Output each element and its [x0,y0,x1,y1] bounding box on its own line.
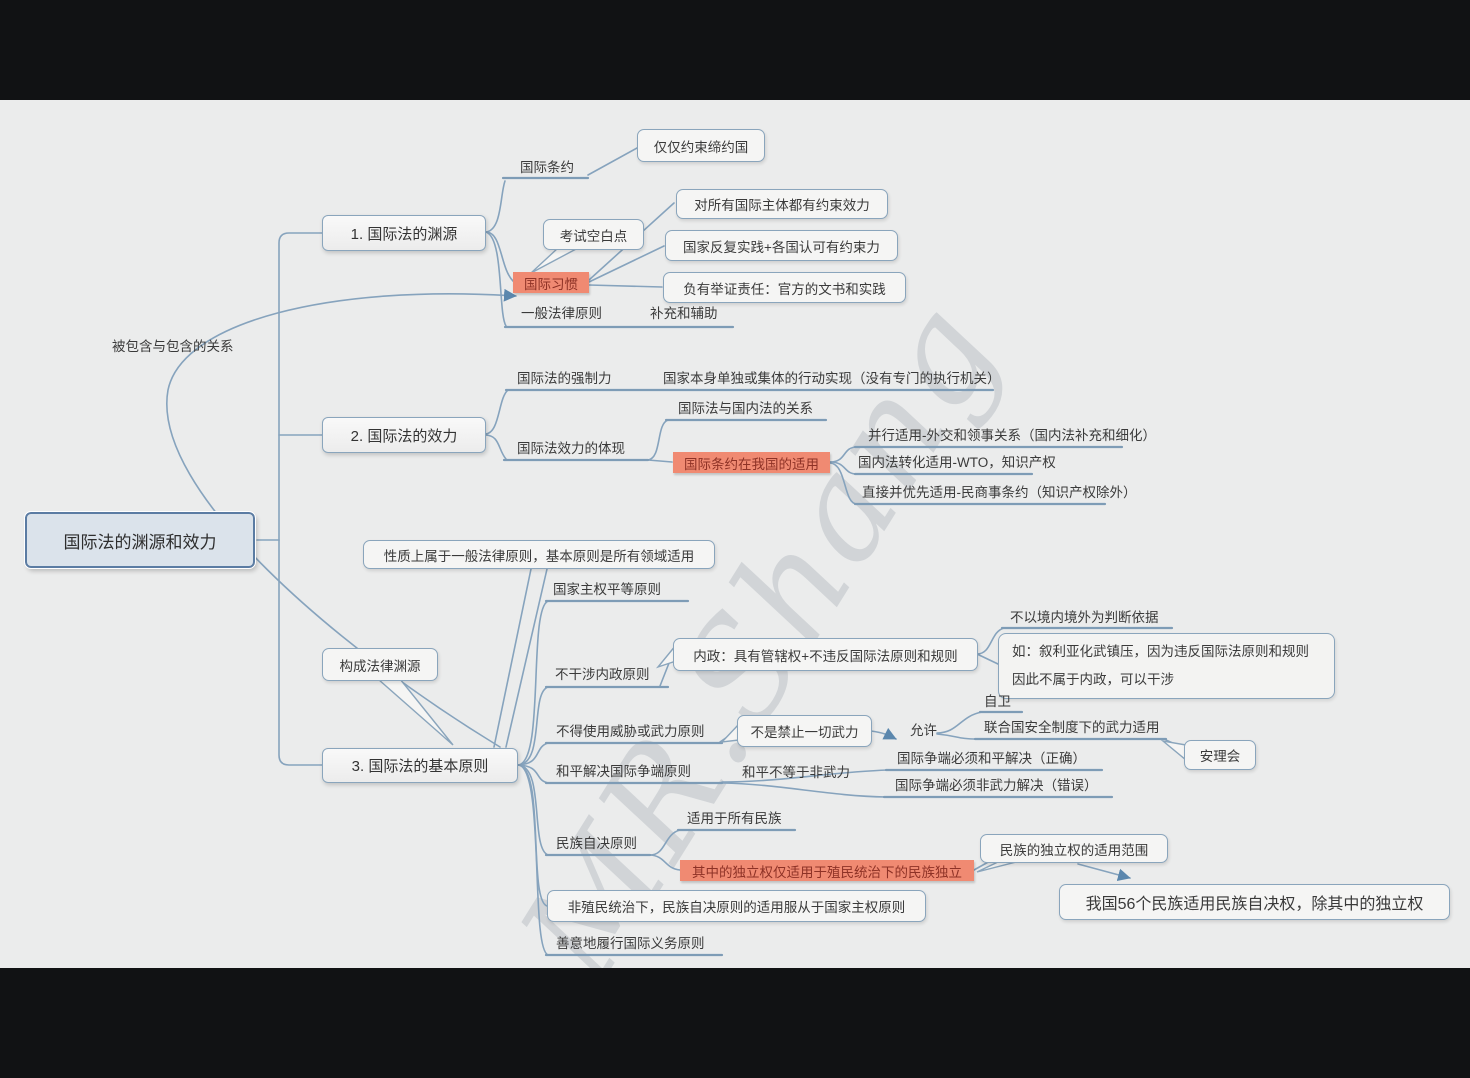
note-custom-1[interactable]: 对所有国际主体都有约束效力 [676,189,888,219]
note-nature[interactable]: 性质上属于一般法律原则，基本原则是所有领域适用 [363,540,715,569]
topic-self-defense[interactable]: 自卫 [984,694,1011,709]
callout-security-council[interactable]: 安理会 [1184,740,1256,770]
topic-parallel-application[interactable]: 并行适用-外交和领事关系（国内法补充和细化） [868,428,1156,443]
letterbox-bottom [0,968,1470,1078]
topic-no-threat-force[interactable]: 不得使用威胁或武力原则 [556,724,705,739]
branch-principles[interactable]: 3. 国际法的基本原则 [322,748,518,783]
topic-supplement[interactable]: 补充和辅助 [650,306,718,321]
topic-dispute-correct[interactable]: 国际争端必须和平解决（正确） [897,751,1086,766]
relationship-label: 被包含与包含的关系 [112,339,234,354]
topic-direct-application[interactable]: 直接并优先适用-民商事条约（知识产权除外） [862,485,1137,500]
note-force-implementation[interactable]: 国家本身单独或集体的行动实现（没有专门的执行机关） [663,371,1001,386]
box-syria-example[interactable] [998,633,1335,699]
topic-transformed-application[interactable]: 国内法转化适用-WTO，知识产权 [858,455,1056,470]
topic-general-principles[interactable]: 一般法律原则 [521,306,602,321]
topic-compulsory-force[interactable]: 国际法的强制力 [517,371,612,386]
topic-custom-highlight[interactable]: 国际习惯 [513,272,589,293]
topic-self-determination[interactable]: 民族自决原则 [556,836,637,851]
topic-independence-highlight[interactable]: 其中的独立权仅适用于殖民统治下的民族独立 [680,860,974,881]
callout-not-all-force[interactable]: 不是禁止一切武力 [737,715,872,747]
topic-un-security-force[interactable]: 联合国安全制度下的武力适用 [984,720,1160,735]
topic-syria-line1[interactable]: 如：叙利亚化武镇压，因为违反国际法原则和规则 [1012,644,1309,659]
topic-judgment-basis[interactable]: 不以境内境外为判断依据 [1010,610,1159,625]
topic-dispute-wrong[interactable]: 国际争端必须非武力解决（错误） [895,778,1098,793]
topic-syria-line2[interactable]: 因此不属于内政，可以干涉 [1012,672,1174,687]
topic-all-nations[interactable]: 适用于所有民族 [687,811,782,826]
callout-constitute-source[interactable]: 构成法律渊源 [322,648,438,681]
note-treaty-binding[interactable]: 仅仅约束缔约国 [637,129,765,162]
callout-exam-blank[interactable]: 考试空白点 [543,219,644,250]
root-topic[interactable]: 国际法的渊源和效力 [24,511,256,569]
box-non-colonial[interactable]: 非殖民统治下，民族自决原则的适用服从于国家主权原则 [547,890,926,922]
topic-good-faith[interactable]: 善意地履行国际义务原则 [556,936,705,951]
note-custom-3[interactable]: 负有举证责任：官方的文书和实践 [663,272,906,303]
topic-non-intervention[interactable]: 不干涉内政原则 [555,667,650,682]
letterbox-top [0,0,1470,100]
note-custom-2[interactable]: 国家反复实践+各国认可有约束力 [665,230,898,261]
topic-allowed[interactable]: 允许 [910,723,937,738]
callout-independence-scope[interactable]: 民族的独立权的适用范围 [980,834,1168,863]
note-internal-affairs[interactable]: 内政：具有管辖权+不违反国际法原则和规则 [673,638,978,671]
branch-effect[interactable]: 2. 国际法的效力 [322,417,486,453]
branch-sources[interactable]: 1. 国际法的渊源 [322,215,486,251]
topic-sovereign-equality[interactable]: 国家主权平等原则 [553,582,661,597]
topic-treaty[interactable]: 国际条约 [520,160,574,175]
topic-effect-embodiment[interactable]: 国际法效力的体现 [517,441,625,456]
topic-peace-not-nonforce[interactable]: 和平不等于非武力 [742,765,850,780]
topic-peaceful-settlement[interactable]: 和平解决国际争端原则 [556,764,691,779]
box-china-56-nations[interactable]: 我国56个民族适用民族自决权，除其中的独立权 [1059,884,1450,920]
topic-treaty-in-china-highlight[interactable]: 国际条约在我国的适用 [673,452,830,473]
topic-intl-vs-domestic[interactable]: 国际法与国内法的关系 [678,401,813,416]
